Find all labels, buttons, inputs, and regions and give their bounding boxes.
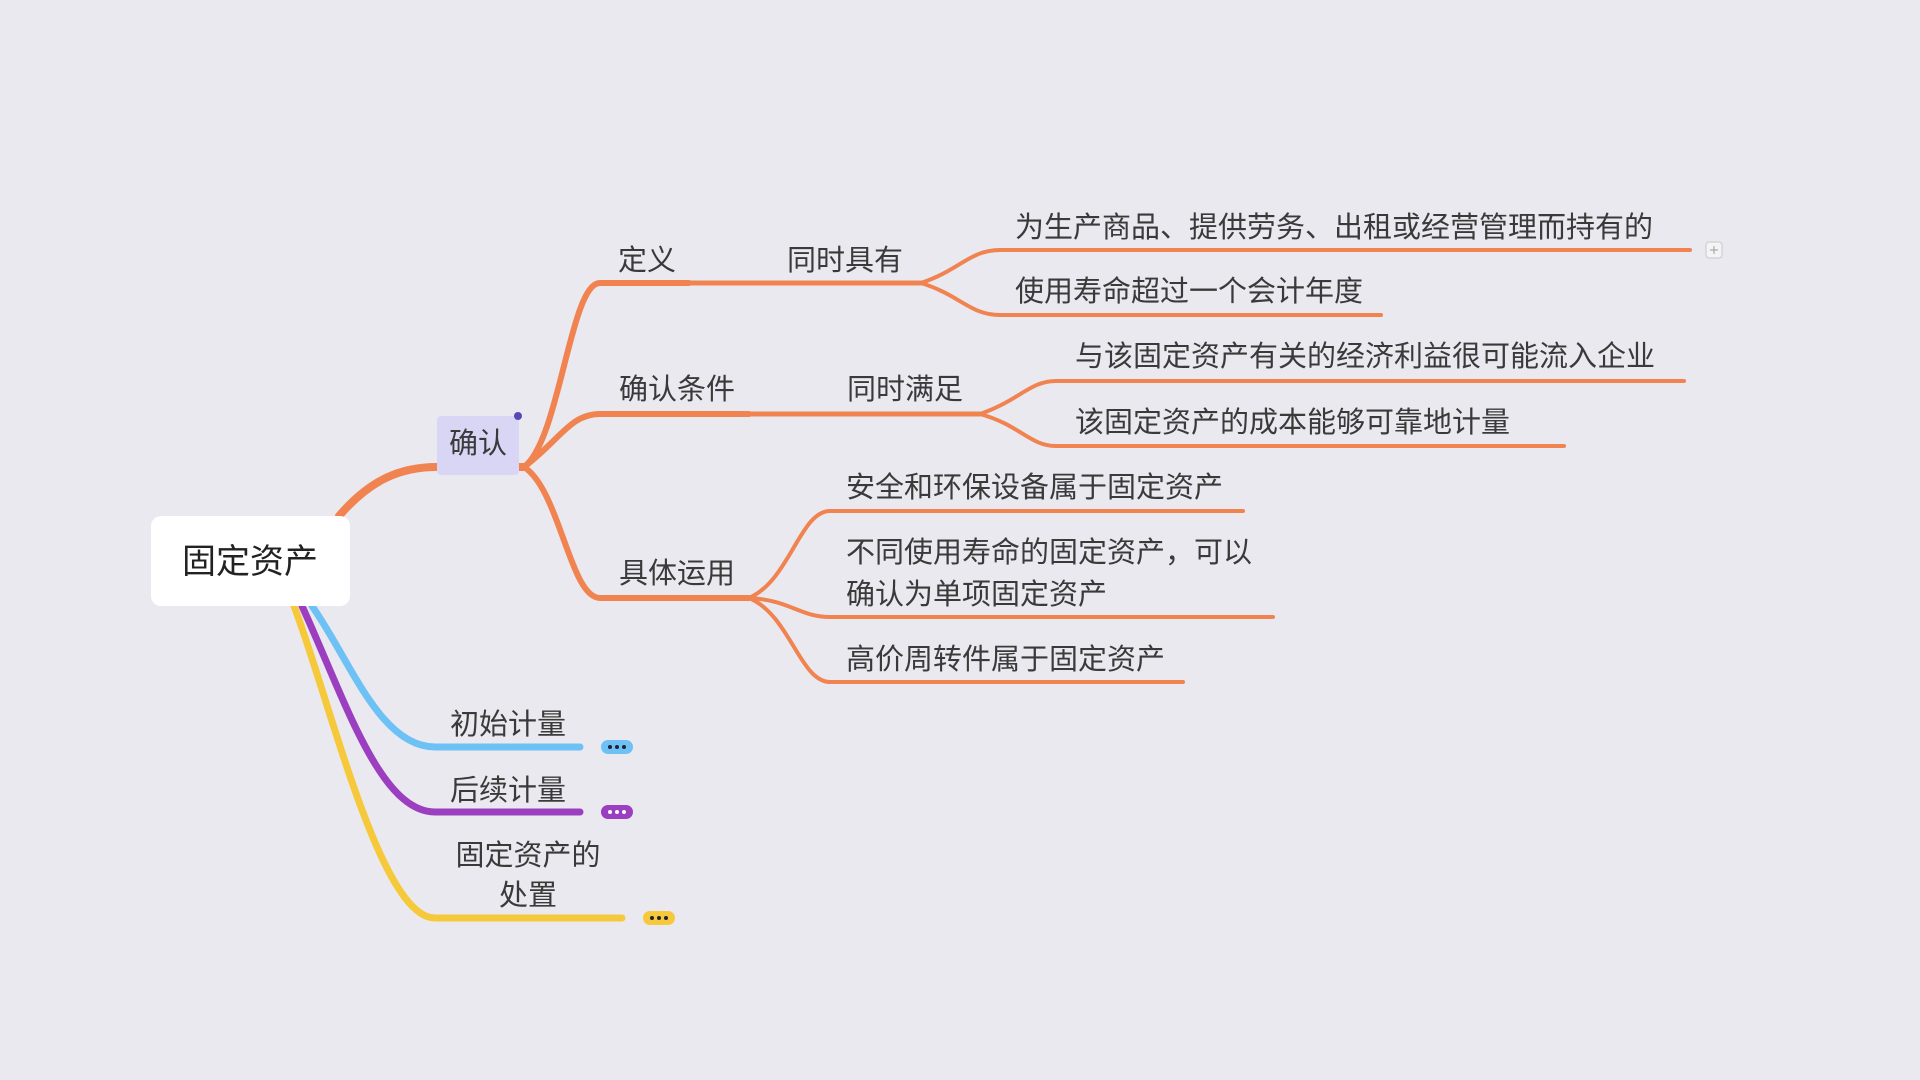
connector-cond-item-2: [978, 412, 1566, 448]
selection-handle[interactable]: [514, 412, 522, 420]
node-definition-item[interactable]: 为生产商品、提供劳务、出租或经营管理而持有的: [1015, 210, 1653, 244]
expand-plus-icon[interactable]: [1705, 241, 1723, 259]
connector-def-item-2: [919, 281, 1383, 317]
node-application-item[interactable]: 高价周转件属于固定资产: [846, 642, 1165, 676]
connector-def-item-1: [919, 248, 1692, 285]
connector-cond-item-1: [978, 379, 1686, 416]
node-initial-measurement[interactable]: 初始计量: [450, 707, 566, 741]
collapsed-more-icon[interactable]: [601, 740, 633, 754]
branch-line-disposal: [290, 602, 626, 922]
node-application-item[interactable]: 不同使用寿命的固定资产，可以: [846, 535, 1252, 569]
node-confirm-label: 确认: [449, 426, 507, 460]
node-conditions-item[interactable]: 该固定资产的成本能够可靠地计量: [1075, 405, 1510, 439]
node-disposal[interactable]: 处置: [499, 878, 557, 912]
collapsed-more-icon[interactable]: [601, 805, 633, 819]
node-application-item[interactable]: 安全和环保设备属于固定资产: [846, 470, 1223, 504]
node-application[interactable]: 具体运用: [619, 556, 735, 590]
connector-conditions: [521, 411, 752, 470]
root-node-label: 固定资产: [182, 542, 318, 582]
node-conditions-sub[interactable]: 同时满足: [847, 372, 963, 406]
connector-app-item-2: [747, 596, 1275, 619]
connector-app-item-3: [747, 596, 1185, 684]
node-conditions-item[interactable]: 与该固定资产有关的经济利益很可能流入企业: [1075, 339, 1655, 373]
connector-application: [521, 464, 752, 601]
branch-line-initial: [308, 602, 584, 751]
connector-app-item-1: [747, 509, 1245, 600]
collapsed-more-icon[interactable]: [643, 911, 675, 925]
branch-line-subsequent: [298, 602, 584, 816]
node-definition[interactable]: 定义: [618, 243, 676, 277]
node-subsequent-measurement[interactable]: 后续计量: [450, 773, 566, 807]
node-confirm[interactable]: [437, 416, 519, 475]
node-conditions[interactable]: 确认条件: [619, 372, 735, 406]
node-definition-item[interactable]: 使用寿命超过一个会计年度: [1015, 274, 1363, 308]
branch-line-confirm: [335, 463, 528, 520]
node-application-item[interactable]: 确认为单项固定资产: [846, 577, 1107, 611]
node-disposal[interactable]: 固定资产的: [455, 838, 600, 872]
root-node[interactable]: [151, 516, 350, 606]
node-definition-sub[interactable]: 同时具有: [787, 243, 903, 277]
connector-definition: [521, 280, 692, 470]
